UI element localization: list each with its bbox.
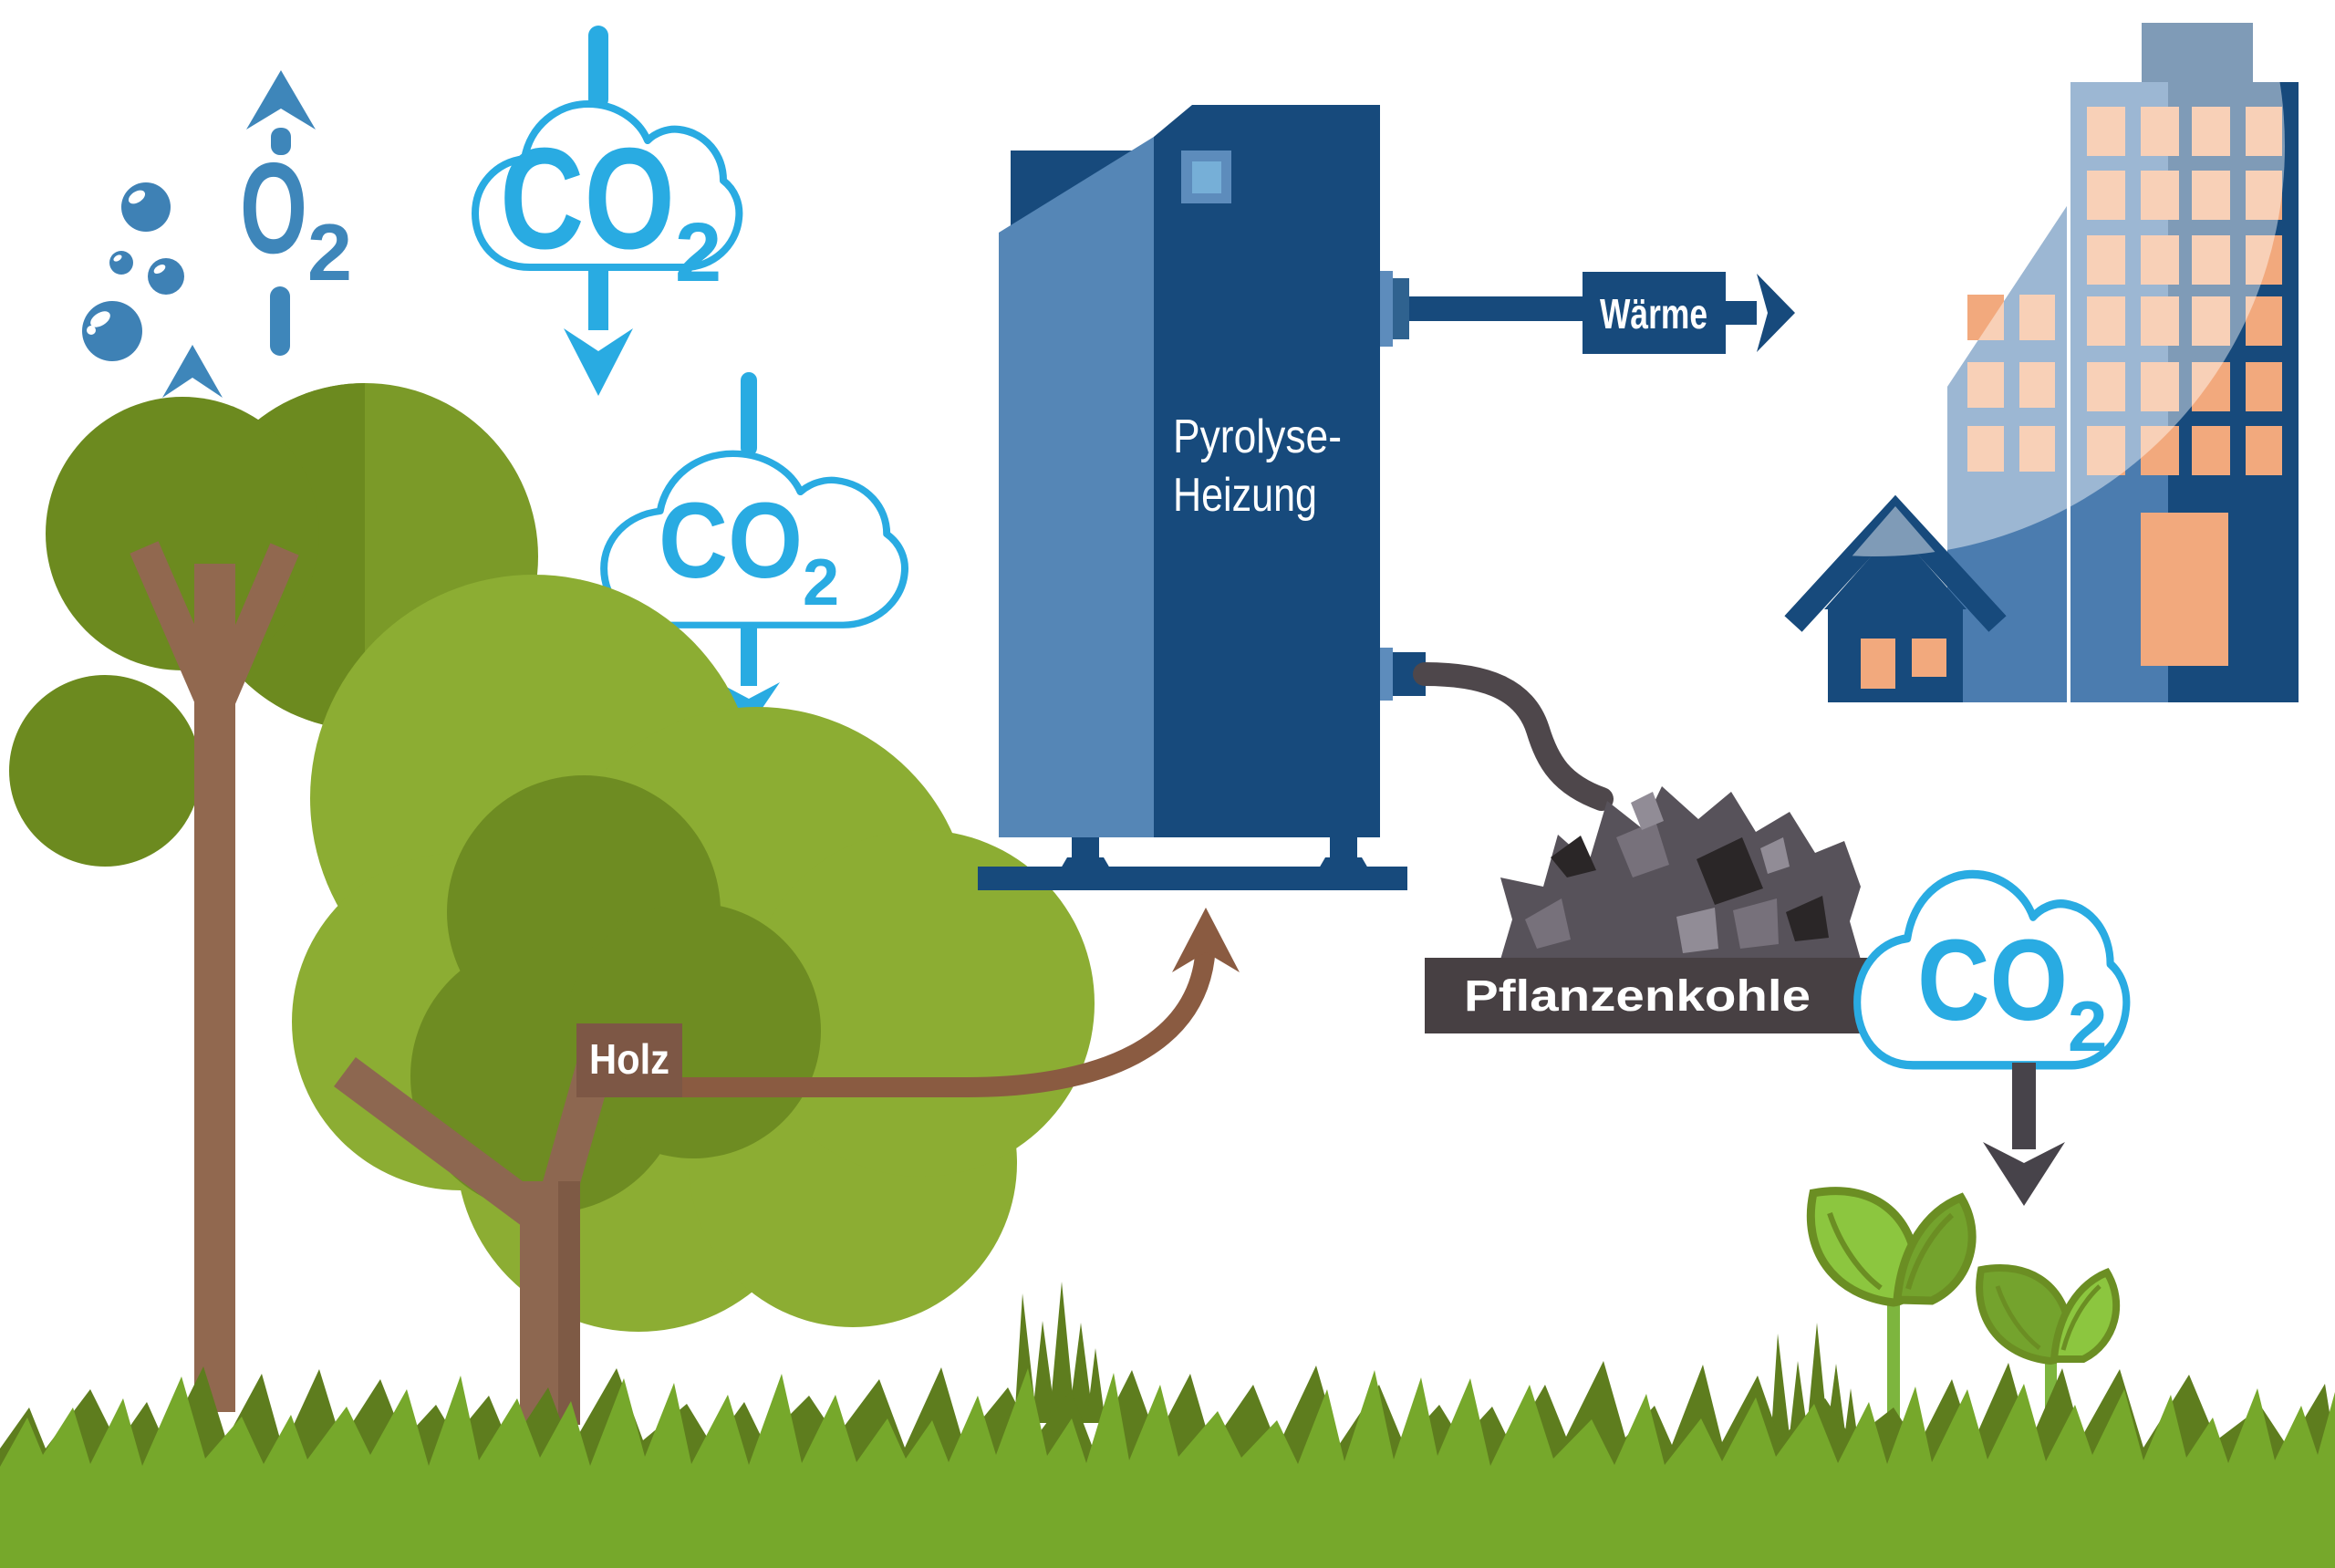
house-icon <box>1784 494 2007 702</box>
holz-label: Holz <box>589 1035 669 1083</box>
biochar-pile-icon <box>1500 786 1861 960</box>
house-window <box>1912 639 1946 677</box>
arrow-down-icon <box>564 328 633 396</box>
arrow-down-icon <box>718 682 780 728</box>
tree-trunk <box>194 564 235 1412</box>
pipe-flange <box>1380 271 1393 347</box>
co2-cloud-icon: CO2 <box>1857 874 2126 1206</box>
heater-label-line2: Heizung <box>1173 469 1317 522</box>
co2-cloud-icon: CO2 <box>475 26 739 396</box>
oxygen-bubbles-icon <box>82 182 184 361</box>
seedling-icon <box>1806 1187 1977 1423</box>
heater-body <box>1154 105 1380 837</box>
arrow-up-icon <box>246 70 316 130</box>
pflanzenkohle-label: Pflanzenkohle <box>1464 972 1811 1021</box>
tree-icon <box>292 575 1095 1425</box>
biochar-hose <box>1413 662 1614 811</box>
pflanzenkohle-tag: Pflanzenkohle <box>1425 958 1888 1033</box>
tower-door <box>2141 513 2228 666</box>
heater-base <box>978 867 1407 890</box>
arrow-right-icon <box>1757 274 1795 352</box>
pipe-flange <box>1380 648 1393 701</box>
holz-tag: Holz <box>576 1023 682 1097</box>
wood-flow-arrow <box>682 939 1216 1097</box>
heater-label-line1: Pyrolyse- <box>1173 410 1342 463</box>
svg-text:CO2: CO2 <box>659 481 839 619</box>
arrow-up-icon <box>1172 908 1240 972</box>
arrow-down-icon <box>1983 1142 2065 1206</box>
svg-text:CO2: CO2 <box>500 119 721 299</box>
pyrolysis-heater: Pyrolyse- Heizung <box>978 105 1583 890</box>
o2-up-arrow: O2 <box>240 70 352 356</box>
svg-text:O2: O2 <box>240 136 352 297</box>
warme-tag: Wärme <box>1583 272 1795 354</box>
heater-side-panel <box>999 137 1154 837</box>
arrow-up-icon <box>162 345 223 398</box>
house-door <box>1861 639 1895 689</box>
co2-cloud-icon: CO2 <box>604 372 905 728</box>
grass <box>0 1368 2335 1568</box>
warme-label: Wärme <box>1600 290 1707 337</box>
tree-icon <box>9 383 538 1412</box>
svg-text:CO2: CO2 <box>1917 916 2107 1066</box>
seedling-icon <box>1976 1264 2121 1430</box>
